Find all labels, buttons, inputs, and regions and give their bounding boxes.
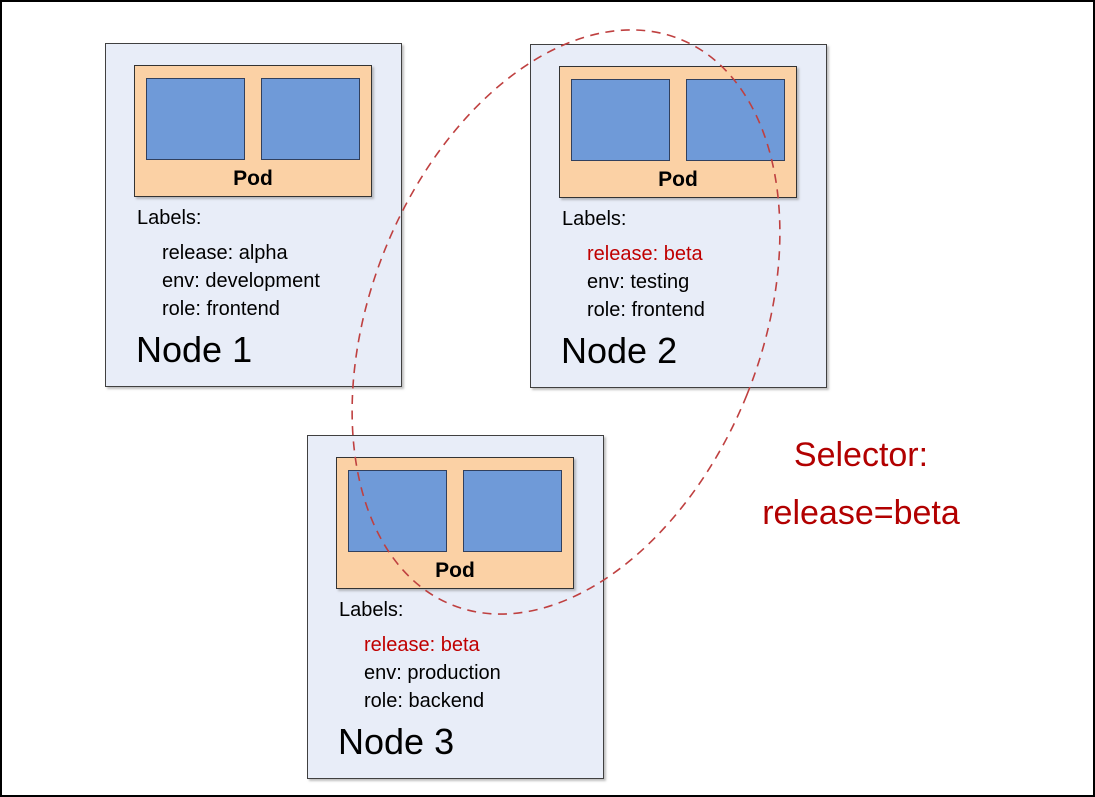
label-release: release: beta: [587, 243, 703, 265]
container-box: [261, 78, 360, 160]
container-box: [571, 79, 670, 161]
node-2-box: Pod Labels: release: beta env: testing r…: [530, 44, 827, 388]
node-2-pod-box: Pod: [559, 66, 797, 198]
node-3-containers: [348, 470, 562, 552]
label-env: env: production: [364, 662, 501, 684]
container-box: [686, 79, 785, 161]
label-role: role: frontend: [162, 298, 280, 320]
container-box: [146, 78, 245, 160]
node-3-labels: Labels: release: beta env: production ro…: [339, 596, 501, 715]
selector-caption: Selector: release=beta: [725, 426, 997, 542]
label-env: env: testing: [587, 271, 690, 293]
label-release: release: alpha: [162, 242, 288, 264]
pod-label: Pod: [435, 559, 475, 582]
node-1-containers: [146, 78, 360, 160]
container-box: [348, 470, 447, 552]
label-role: role: frontend: [587, 299, 705, 321]
node-1-box: Pod Labels: release: alpha env: developm…: [105, 43, 402, 387]
node-3-title: Node 3: [338, 721, 455, 762]
node-3-pod-box: Pod: [336, 457, 574, 589]
pod-label: Pod: [233, 167, 273, 190]
label-release: release: beta: [364, 634, 480, 656]
node-2-containers: [571, 79, 785, 161]
pod-label: Pod: [658, 168, 698, 191]
labels-heading: Labels:: [339, 599, 404, 621]
label-role: role: backend: [364, 690, 485, 712]
labels-heading: Labels:: [137, 207, 202, 229]
container-box: [463, 470, 562, 552]
node-1-labels: Labels: release: alpha env: development …: [137, 204, 320, 323]
node-1-pod-box: Pod: [134, 65, 372, 197]
selector-caption-line2: release=beta: [762, 494, 960, 532]
node-2-title: Node 2: [561, 330, 678, 371]
label-env: env: development: [162, 270, 320, 292]
node-2-labels: Labels: release: beta env: testing role:…: [562, 205, 705, 324]
node-3-box: Pod Labels: release: beta env: productio…: [307, 435, 604, 779]
selector-caption-line1: Selector:: [793, 436, 929, 474]
labels-heading: Labels:: [562, 208, 627, 230]
node-1-title: Node 1: [136, 329, 253, 370]
